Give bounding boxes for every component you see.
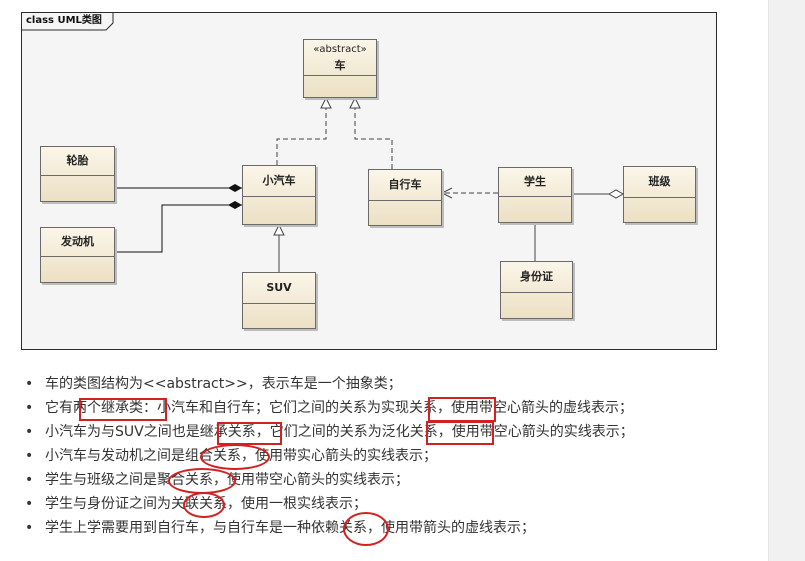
bullet: • <box>25 448 34 464</box>
note-text: 学生上学需要用到自行车，与自行车是一种依赖关系，使用带箭头的虚线表示； <box>45 520 535 536</box>
bullet: • <box>25 424 34 440</box>
class-name-car: 车 <box>334 59 346 72</box>
class-small-car: 小汽车 <box>242 165 316 225</box>
note-item: • 小汽车与发动机之间是组合关系，使用带实心箭头的实线表示； <box>25 444 634 468</box>
class-tire: 轮胎 <box>40 146 115 202</box>
note-text: 小汽车为与SUV之间也是继承关系，它们之间的关系为泛化关系，使用带空心箭头的实线… <box>45 424 634 440</box>
note-text: 学生与班级之间是聚合关系，使用带空心箭头的实线表示； <box>45 472 409 488</box>
realization-line-small-car <box>276 98 326 165</box>
class-suv: SUV <box>242 272 316 329</box>
class-name-engine: 发动机 <box>41 228 114 257</box>
note-item: • 车的类图结构为<<abstract>>，表示车是一个抽象类； <box>25 372 634 396</box>
scrollbar-track[interactable] <box>768 0 805 561</box>
note-item: • 小汽车为与SUV之间也是继承关系，它们之间的关系为泛化关系，使用带空心箭头的实… <box>25 420 634 444</box>
class-engine: 发动机 <box>40 227 115 283</box>
class-name-student: 学生 <box>499 168 571 197</box>
note-item: • 它有两个继承类：小汽车和自行车；它们之间的关系为实现关系，使用带空心箭头的虚线… <box>25 396 634 420</box>
note-item: • 学生与班级之间是聚合关系，使用带空心箭头的实线表示； <box>25 468 634 492</box>
realization-line-bicycle <box>355 98 393 169</box>
class-name-id-card: 身份证 <box>501 262 572 293</box>
notes-list: • 车的类图结构为<<abstract>>，表示车是一个抽象类； • 它有两个继承类… <box>25 372 634 540</box>
uml-class-diagram: class UML类图 «abstract» 车 轮胎 小汽车 自行车 学生 班… <box>21 12 717 350</box>
bullet: • <box>25 376 34 392</box>
note-item: • 学生上学需要用到自行车，与自行车是一种依赖关系，使用带箭头的虚线表示； <box>25 516 634 540</box>
note-text: 学生与身份证之间为关联关系，使用一根实线表示； <box>45 496 367 512</box>
relation-lines <box>22 13 625 272</box>
class-class-group: 班级 <box>623 166 696 223</box>
note-item: • 学生与身份证之间为关联关系，使用一根实线表示； <box>25 492 634 516</box>
class-name-tire: 轮胎 <box>41 147 114 176</box>
composition-line-engine <box>115 201 242 253</box>
class-name-class-group: 班级 <box>624 167 695 198</box>
class-bicycle: 自行车 <box>368 169 442 226</box>
frame-tab-outline <box>22 13 114 31</box>
frame-label: class UML类图 <box>22 13 106 29</box>
class-id-card: 身份证 <box>500 261 573 319</box>
stereotype-abstract: «abstract» <box>313 44 367 55</box>
bullet: • <box>25 520 34 536</box>
class-name-bicycle: 自行车 <box>369 170 441 201</box>
bullet: • <box>25 496 34 512</box>
class-student: 学生 <box>498 167 572 223</box>
class-car: «abstract» 车 <box>303 39 377 98</box>
note-text: 它有两个继承类：小汽车和自行车；它们之间的关系为实现关系，使用带空心箭头的虚线表… <box>45 400 633 416</box>
note-text: 小汽车与发动机之间是组合关系，使用带实心箭头的实线表示； <box>45 448 437 464</box>
bullet: • <box>25 400 34 416</box>
class-name-suv: SUV <box>243 273 315 304</box>
note-text: 车的类图结构为<<abstract>>，表示车是一个抽象类； <box>45 376 402 392</box>
bullet: • <box>25 472 34 488</box>
class-name-small-car: 小汽车 <box>243 166 315 197</box>
